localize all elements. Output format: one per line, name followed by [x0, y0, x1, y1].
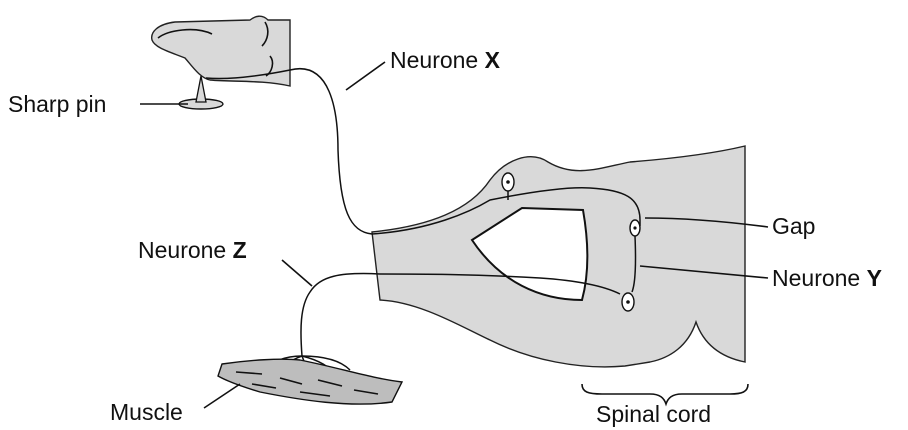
- muscle-leader: [204, 384, 240, 408]
- sharp-pin-label: Sharp pin: [8, 91, 106, 117]
- finger: [152, 16, 290, 86]
- neurone-x-leader: [346, 62, 385, 90]
- gap-label: Gap: [772, 213, 815, 239]
- muscle-label: Muscle: [110, 399, 183, 425]
- muscle: [218, 359, 402, 404]
- neurone-z-label: Neurone Z: [138, 237, 247, 263]
- neurone-z-leader: [282, 260, 312, 286]
- neurone-x-label: Neurone X: [390, 47, 501, 73]
- spinal-cord: [372, 146, 745, 367]
- neurone-y-label: Neurone Y: [772, 265, 882, 291]
- spinal-cord-label: Spinal cord: [596, 401, 711, 427]
